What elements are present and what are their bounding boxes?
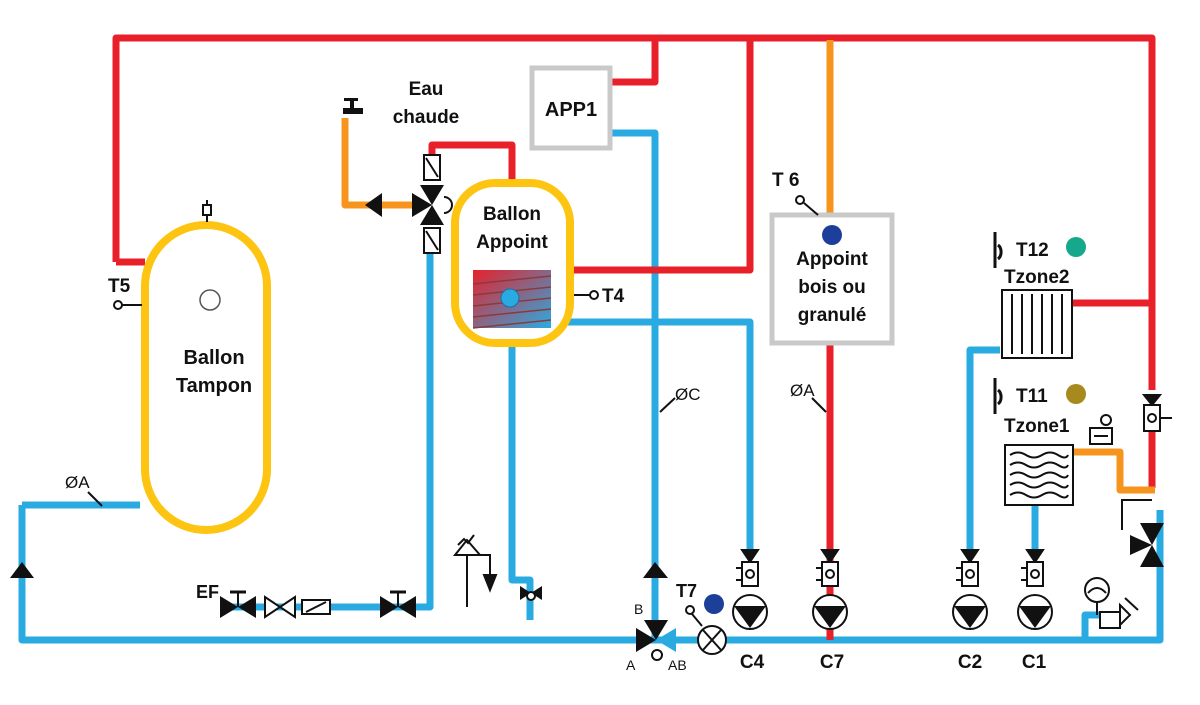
t5-label: T5 <box>108 276 131 297</box>
floor-heating-icon <box>1004 444 1074 506</box>
check-valve-icon <box>365 193 382 217</box>
t6-label: T 6 <box>772 170 799 191</box>
faucet-icon <box>343 98 363 114</box>
valve-actuator-icon <box>423 154 441 254</box>
three-way-valve-icon <box>636 620 676 652</box>
check-valve-icon <box>736 549 760 587</box>
room-thermostat-icon <box>993 232 1003 268</box>
orange-pipe-hot-water <box>341 118 415 209</box>
check-valve-icon <box>264 595 296 619</box>
boiler-label-2: bois ou <box>798 277 866 298</box>
three-way-valve-icon <box>412 185 453 225</box>
boiler-box: Appoint bois ou granulé <box>769 212 895 346</box>
ef-label: EF <box>196 582 219 602</box>
valve-motor-icon <box>651 605 727 661</box>
pump-group-c7 <box>812 549 848 630</box>
valve-port-a-label: A <box>626 657 636 673</box>
check-valve-icon <box>1141 394 1172 432</box>
radiator-icon <box>1001 289 1073 359</box>
valve-port-b-label: B <box>634 601 643 617</box>
t7-sensor-icon <box>704 594 724 614</box>
air-vent-icon <box>202 200 212 222</box>
check-valve-icon <box>816 549 840 587</box>
cold-pipe-tank-outlet <box>545 318 754 555</box>
app1-label: APP1 <box>545 99 597 121</box>
t12-indicator-icon <box>1066 237 1086 257</box>
buffer-tank-sensor-icon <box>199 289 221 311</box>
buffer-tank-label-2: Tampon <box>176 375 252 397</box>
pump-icon <box>812 594 848 630</box>
temperature-sensor-icon <box>113 300 142 310</box>
temperature-sensor-icon <box>574 290 599 300</box>
ef-valve-icon <box>220 590 256 618</box>
expansion-vessel-icon <box>1084 577 1139 629</box>
t4-label: T4 <box>602 286 625 307</box>
pump-group-c1 <box>1017 549 1053 630</box>
hot-pipe-main-flow <box>112 34 1156 390</box>
orange-pipe-zone1 <box>1073 448 1155 494</box>
buffer-tank-label-1: Ballon <box>183 347 244 369</box>
orange-pipes <box>341 40 1155 494</box>
circuit-c7-label: C7 <box>820 652 844 673</box>
flow-arrow-icon <box>643 562 668 578</box>
diameter-a-left-label: ØA <box>65 473 90 492</box>
check-valve-icon <box>956 549 980 587</box>
circuit-c4-label: C4 <box>740 652 765 673</box>
buffer-tank-body <box>141 221 271 534</box>
t7-label: T7 <box>676 581 697 601</box>
pump-icon <box>1017 594 1053 630</box>
room-thermostat-icon <box>993 378 1003 414</box>
appoint-tank-label-2: Appoint <box>476 232 548 253</box>
hot-pipe-valve-loop <box>428 141 516 180</box>
circuit-c2-label: C2 <box>958 652 982 673</box>
pump-icon <box>732 594 768 630</box>
tzone2-label: Tzone2 <box>1004 267 1069 288</box>
hot-water-label-1: Eau <box>409 79 444 100</box>
app1-box: APP1 <box>529 65 613 151</box>
buffer-tank: Ballon Tampon <box>141 200 271 534</box>
temperature-sensor-icon <box>795 195 819 216</box>
hot-pipe-app1-flow <box>612 38 659 86</box>
diameter-a-right-leader <box>811 397 827 413</box>
diameter-a-right-label: ØA <box>790 381 815 400</box>
boiler-label-3: granulé <box>798 305 867 326</box>
diameter-a-left-leader <box>87 491 103 507</box>
cold-pipe-zone2 <box>966 346 1000 555</box>
cold-pipe-tank-bottom <box>508 345 534 620</box>
appoint-tank: Ballon Appoint <box>451 179 574 347</box>
pump-group-c2 <box>952 549 988 630</box>
appoint-tank-label-1: Ballon <box>483 204 541 225</box>
stop-valve-icon <box>380 590 416 618</box>
t12-label: T12 <box>1016 240 1049 261</box>
pump-icon <box>952 594 988 630</box>
safety-valve-icon <box>452 534 498 607</box>
circuit-c1-label: C1 <box>1022 652 1047 673</box>
diameter-c-label: ØC <box>675 385 701 404</box>
drain-valve-icon <box>520 586 542 601</box>
cold-pipe-app1-return <box>612 129 659 640</box>
hot-water-label-2: chaude <box>393 107 460 128</box>
hot-pipes <box>112 34 1156 640</box>
pump-group-c4 <box>732 549 768 630</box>
flow-arrow-icon <box>10 562 34 578</box>
boiler-sensor-icon <box>822 225 842 245</box>
valve-port-ab-label: AB <box>668 657 687 673</box>
t11-label: T11 <box>1016 386 1048 407</box>
cold-pipe-expansion <box>1081 611 1100 640</box>
pressure-reducer-icon <box>301 599 331 615</box>
thermostatic-head-icon <box>1089 414 1113 445</box>
check-valve-icon <box>1021 549 1045 587</box>
three-way-valve-icon <box>1121 499 1164 567</box>
boiler-label-1: Appoint <box>796 249 868 270</box>
tzone1-label: Tzone1 <box>1004 416 1070 437</box>
diameter-c-leader <box>659 397 676 413</box>
t11-indicator-icon <box>1066 384 1086 404</box>
appoint-tank-sensor-icon <box>500 288 520 308</box>
